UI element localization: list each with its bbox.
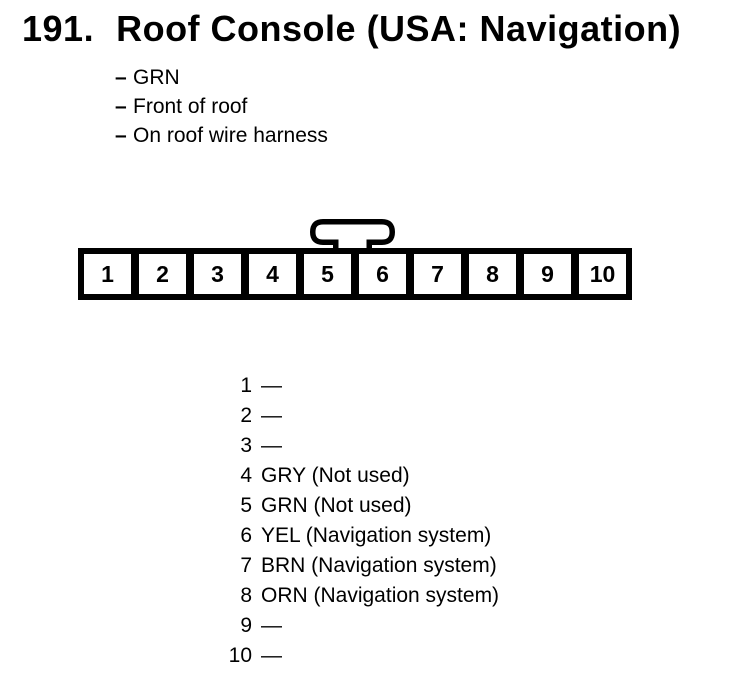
pinout-row: 4 GRY (Not used) (198, 461, 499, 491)
pin-number: 6 (240, 524, 252, 547)
pinout-row: 3 — (198, 431, 499, 461)
pin-wire-value: — (261, 614, 282, 637)
connector-cavity: 2 (139, 254, 186, 294)
connector-cavity: 4 (249, 254, 296, 294)
pin-wire-value: — (261, 434, 282, 457)
connector-cavity: 1 (84, 254, 131, 294)
bullet-text: On roof wire harness (133, 124, 328, 147)
pin-number: 4 (240, 464, 252, 487)
connector-cavity: 5 (304, 254, 351, 294)
pin-wire-value: — (261, 404, 282, 427)
bullet-item: – On roof wire harness (115, 121, 328, 150)
pinout-row: 8 ORN (Navigation system) (198, 581, 499, 611)
connector-cavity: 10 (579, 254, 626, 294)
bullet-text: Front of roof (133, 95, 248, 118)
pin-wire-value: ORN (Navigation system) (261, 584, 500, 607)
pin-number: 2 (240, 404, 252, 427)
bullet-dash: – (115, 124, 127, 147)
pinout-row: 9 — (198, 611, 499, 641)
pin-number: 10 (228, 644, 252, 667)
pin-wire-value: — (261, 374, 282, 397)
pinout-row: 5 GRN (Not used) (198, 491, 499, 521)
bullet-item: – Front of roof (115, 92, 328, 121)
pin-number: 7 (240, 554, 252, 577)
pin-number: 1 (240, 374, 252, 397)
pin-wire-value: BRN (Navigation system) (261, 554, 497, 577)
connector-cavity: 8 (469, 254, 516, 294)
pinout-row: 7 BRN (Navigation system) (198, 551, 499, 581)
pinout-row: 1 — (198, 371, 499, 401)
cavity-number: 7 (431, 260, 444, 287)
cavity-number: 6 (376, 260, 389, 287)
cavity-number: 9 (541, 260, 554, 287)
cavity-number: 8 (486, 260, 499, 287)
cavity-number: 2 (156, 260, 169, 287)
pin-number: 3 (240, 434, 252, 457)
page-title: 191. Roof Console (USA: Navigation) (22, 8, 681, 50)
pinout-row: 2 — (198, 401, 499, 431)
connector-cavity: 9 (524, 254, 571, 294)
cavity-number: 4 (266, 260, 279, 287)
bullet-dash: – (115, 95, 127, 118)
pinout-row: 6 YEL (Navigation system) (198, 521, 499, 551)
cavity-number: 10 (589, 260, 616, 287)
cavity-number: 1 (101, 260, 114, 287)
connector-cavity: 7 (414, 254, 461, 294)
section-title: Roof Console (USA: Navigation) (116, 8, 682, 49)
bullet-item: – GRN (115, 63, 328, 92)
connector-cavity: 3 (194, 254, 241, 294)
connector-cavity: 6 (359, 254, 406, 294)
connector-latch-icon (309, 219, 396, 254)
pin-number: 8 (240, 584, 252, 607)
connector-diagram: 1 2 3 4 5 6 7 8 9 10 (78, 248, 632, 300)
cavity-number: 3 (211, 260, 224, 287)
pin-number: 5 (240, 494, 252, 517)
pin-wire-value: GRY (Not used) (261, 464, 410, 487)
pinout-row: 10 — (198, 641, 499, 671)
pin-number: 9 (240, 614, 252, 637)
pin-wire-value: YEL (Navigation system) (261, 524, 492, 547)
pin-wire-value: — (261, 644, 282, 667)
bullet-dash: – (115, 66, 127, 89)
cavity-number: 5 (321, 260, 334, 287)
pin-wire-value: GRN (Not used) (261, 494, 412, 517)
bullet-list: – GRN – Front of roof – On roof wire har… (115, 63, 328, 150)
bullet-text: GRN (133, 66, 180, 89)
section-number: 191. (22, 8, 95, 49)
pinout-table: 1 — 2 — 3 — 4 GRY (Not used) 5 GRN (Not … (198, 371, 499, 671)
